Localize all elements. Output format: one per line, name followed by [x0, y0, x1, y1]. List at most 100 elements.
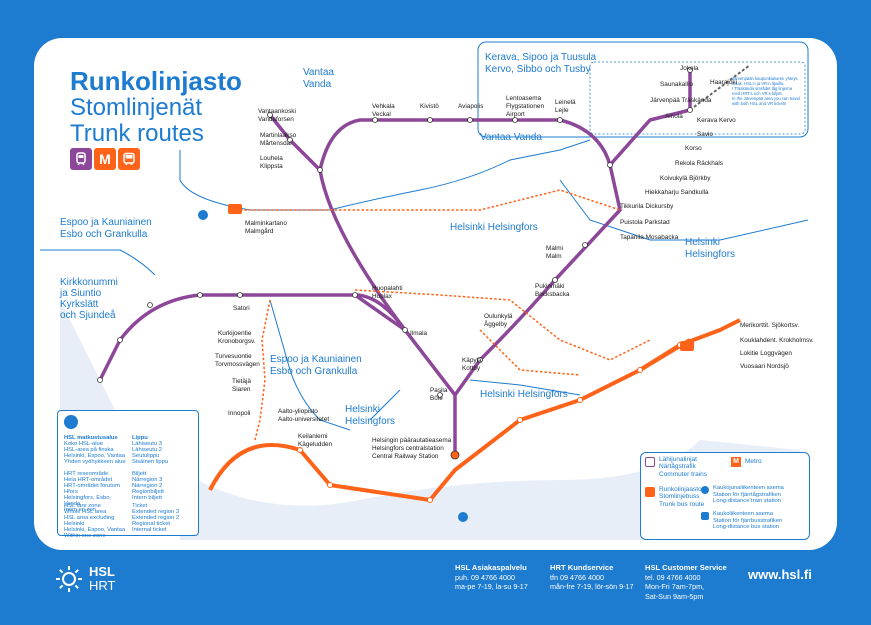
metro-station-markers — [297, 342, 683, 503]
legend-long-train: Kaukojunaliikenteen asema Station för fj… — [713, 485, 784, 505]
trunk-bus-routes — [240, 189, 651, 441]
info-zones-en: HSL fare zone Whole HSL area HSL area ex… — [64, 503, 126, 539]
lahti-rail-line — [689, 64, 751, 111]
station-markers — [97, 67, 693, 460]
station-puistola: Puistola Parkstad — [620, 219, 670, 226]
station-vuosaari: Vuosaari Nordsjö — [740, 363, 789, 370]
main-rail-line-north — [608, 70, 692, 167]
station-kerava: Kerava Kervo — [697, 117, 736, 124]
mode-icons: M — [70, 148, 140, 170]
bus-icon — [118, 148, 140, 170]
crosstown-bus — [354, 289, 651, 361]
metro-legend-icon: M — [731, 457, 741, 467]
commuter-train-legend-icon — [645, 457, 655, 467]
metro-icon: M — [94, 148, 116, 170]
station-tikkurila: Tikkurila Dickursby — [620, 203, 674, 210]
station-rekola: Rekola Räckhals — [675, 160, 723, 167]
svg-text:Järvenpään kaupunkialueen yhte: Järvenpään kaupunkialueen yhteys asiak. … — [732, 76, 801, 106]
title-fi: Runkolinjasto — [70, 66, 242, 96]
long-distance-train-legend-icon — [701, 486, 709, 494]
contact-fi: HSL Asiakaspalvelu puh. 09 4766 4000 ma-… — [455, 563, 528, 592]
hsl-sun-icon — [64, 415, 78, 429]
contact-sv: HRT Kundservice tfn 09 4766 4000 mån-fre… — [550, 563, 634, 592]
hsl-sun-icon — [56, 566, 82, 592]
legend-metro: Metro — [745, 458, 762, 465]
legend-commuter: Lähijunalinjat Närtågstrafik Commuter tr… — [659, 456, 708, 478]
area-label-helsinki-mid: Helsinki Helsingfors — [450, 222, 538, 233]
station-innopoli: Innopoli — [228, 410, 250, 417]
long-distance-bus-markers — [198, 204, 694, 522]
trunk-bus-legend-icon — [645, 487, 655, 497]
station-satori: Satori — [233, 305, 250, 312]
east-bus — [479, 329, 581, 376]
station-jarvenpaa: Järvenpää Träskända — [650, 97, 712, 104]
station-jokela: Jokela — [680, 65, 699, 72]
station-tapanila: Tapanila Mosabacka — [620, 234, 679, 241]
legend-long-bus: Kaukoliikenteen asema Station för fjärrb… — [713, 511, 783, 531]
info-zones-sv: HRT reseområde Hela HRT-området HRT-områ… — [64, 471, 120, 513]
hsl-website-link[interactable]: www.hsl.fi — [748, 567, 812, 582]
kerava-area-box — [477, 41, 809, 138]
ring-rail-line — [318, 118, 622, 455]
zone-boundaries — [40, 139, 809, 431]
station-kauklahden: Kouklahdent. Krokholmsv. — [740, 337, 814, 344]
station-lokittie: Lokitie Loggvägen — [740, 350, 792, 357]
info-tickets-en: Ticket Extended region 3 Extended region… — [132, 503, 180, 533]
station-koivukyla: Koivukylä Björkby — [660, 175, 711, 182]
title-en: Trunk routes — [70, 120, 204, 147]
title-sv: Stomlinjenät — [70, 94, 203, 121]
station-ainola: Ainola — [665, 113, 683, 120]
ring-i-bus — [240, 189, 621, 211]
station-hiekkaharju: Hiekkaharju Sandkulla — [645, 189, 709, 196]
legend-trunk: Runkolinjaasto Stomlinjebuss Trunk bus r… — [659, 486, 705, 508]
info-zones-fi: HSL matkustusalue Koko HSL-alue HSL-area… — [64, 435, 126, 465]
info-tickets-fi: Lippu Lähiseutu 3 Lähiseutu 2 Seutulippu… — [132, 435, 169, 465]
station-saunakallio: Saunakallio — [660, 81, 693, 88]
station-ilmala: Ilmala — [410, 330, 427, 337]
jarvenpaa-zone-note: Järvenpään kaupunkialueen yhteys asiak. … — [732, 76, 801, 106]
station-labels-east: Merikorttit. Sjökortsv. Kouklahdent. Kro… — [740, 322, 814, 370]
info-tickets-sv: Biljett Närregion 3 Närregion 2 Regionbi… — [132, 471, 164, 501]
station-haarajoki: Haarajoki — [710, 79, 737, 86]
station-savio: Savio — [697, 131, 713, 138]
logo-hsl: HSL — [89, 564, 115, 580]
station-kivisto: Kivistö — [420, 103, 439, 110]
page-title: Runkolinjasto Stomlinjenät Trunk routes — [70, 68, 242, 146]
jokeri-bus — [254, 299, 271, 441]
station-korso: Korso — [685, 145, 702, 152]
area-label-helsinki-south: Helsinki Helsingfors — [480, 389, 568, 400]
logo-hrt: HRT — [89, 578, 116, 593]
station-merikorttitie: Merikorttit. Sjökortsv. — [740, 322, 799, 329]
legend-box: Lähijunalinjat Närtågstrafik Commuter tr… — [640, 452, 810, 540]
train-icon — [70, 148, 92, 170]
commuter-train-lines — [98, 64, 751, 455]
long-distance-bus-legend-icon — [701, 512, 709, 520]
